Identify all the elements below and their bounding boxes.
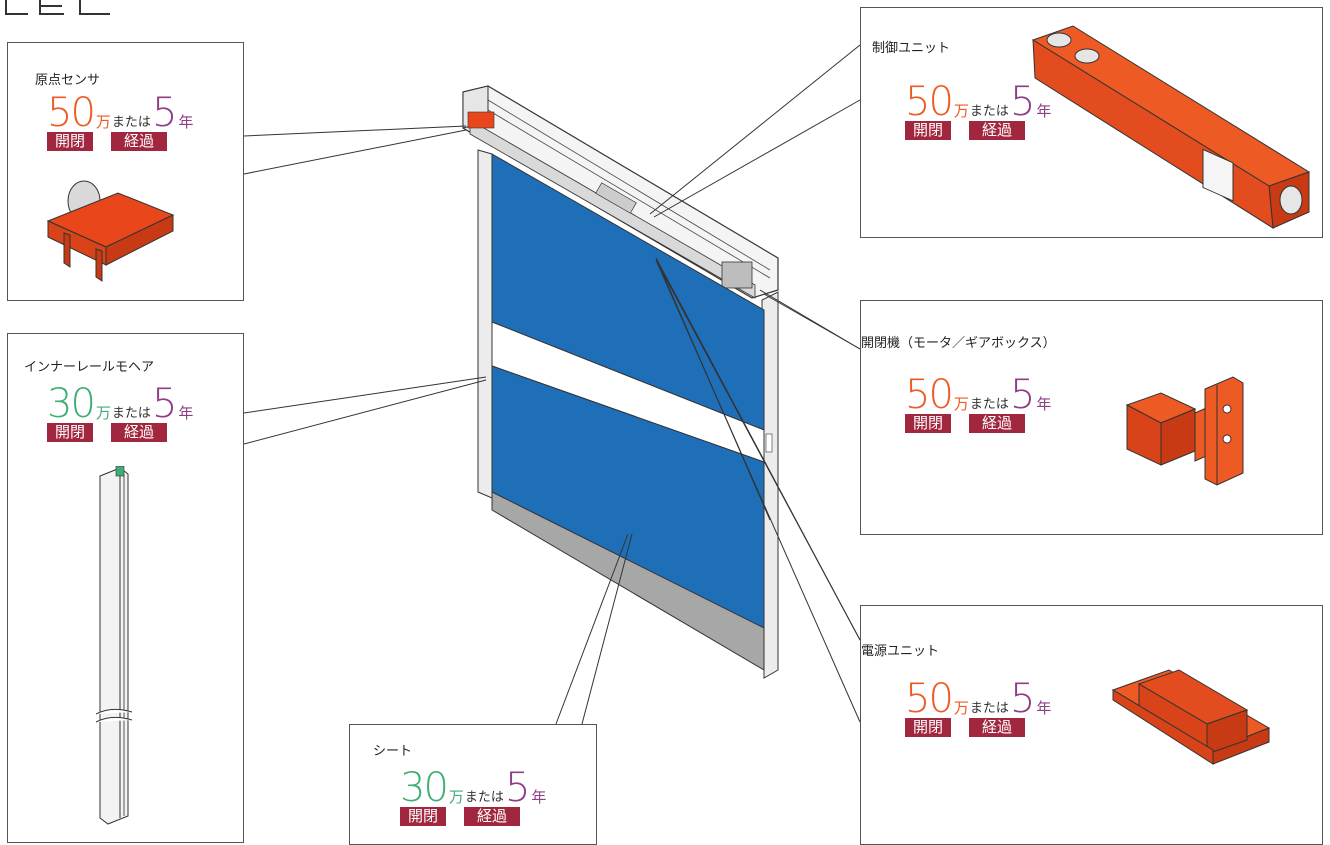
years-unit: 年 <box>1036 102 1052 120</box>
open-close-tag: 開閉 <box>47 132 94 151</box>
cycles-number: 50 <box>47 90 96 136</box>
elapsed-tag: 経過 <box>969 718 1026 737</box>
or-text: または <box>969 104 1009 119</box>
lifespan-spec: 50 万 または 5 年 開閉 経過 <box>47 90 194 151</box>
years-unit: 年 <box>1036 395 1052 413</box>
cycles-unit: 万 <box>448 788 464 806</box>
years-number: 5 <box>1009 372 1036 418</box>
open-close-tag: 開閉 <box>905 414 952 433</box>
cycles-number: 50 <box>905 676 954 722</box>
power-unit-illustration <box>1111 669 1271 765</box>
lifespan-spec: 30 万 または 5 年 開閉 経過 <box>400 765 547 826</box>
elapsed-tag: 経過 <box>464 807 521 826</box>
open-close-tag: 開閉 <box>47 423 94 442</box>
years-unit: 年 <box>178 404 194 422</box>
or-text: または <box>464 790 504 805</box>
lifespan-spec: 50 万 または 5 年 開閉 経過 <box>905 372 1052 433</box>
control-unit-panel: 制御ユニット 50 万 または 5 年 開閉 経過 <box>860 7 1323 238</box>
years-number: 5 <box>151 90 178 136</box>
years-unit: 年 <box>178 113 194 131</box>
panel-title: インナーレールモヘア <box>24 360 155 375</box>
open-close-tag: 開閉 <box>905 718 952 737</box>
origin-sensor-panel: 原点センサ 50 万 または 5 年 開閉 経過 <box>7 42 244 301</box>
cycles-unit: 万 <box>95 404 111 422</box>
cycles-number: 30 <box>400 765 449 811</box>
elapsed-tag: 経過 <box>111 132 168 151</box>
or-text: または <box>111 115 151 130</box>
lifespan-spec: 50 万 または 5 年 開閉 経過 <box>905 79 1052 140</box>
or-text: または <box>111 406 151 421</box>
elapsed-tag: 経過 <box>111 423 168 442</box>
origin-sensor-illustration <box>46 180 175 282</box>
or-text: または <box>969 701 1009 716</box>
cycles-unit: 万 <box>953 699 969 717</box>
inner-rail-illustration <box>95 466 133 825</box>
panel-title: 開閉機（モータ／ギアボックス） <box>861 336 1056 351</box>
cycles-number: 50 <box>905 79 954 125</box>
cycles-unit: 万 <box>953 395 969 413</box>
years-unit: 年 <box>1036 699 1052 717</box>
sheet-panel: シート 30 万 または 5 年 開閉 経過 <box>349 724 597 845</box>
open-close-tag: 開閉 <box>905 121 952 140</box>
lifespan-spec: 50 万 または 5 年 開閉 経過 <box>905 676 1052 737</box>
door-header-box <box>462 85 779 299</box>
or-text: または <box>969 397 1009 412</box>
power-unit-panel: 電源ユニット 50 万 または 5 年 開閉 経過 <box>860 605 1323 845</box>
inner-rail-panel: インナーレールモヘア 30 万 または 5 年 開閉 経過 <box>7 333 244 843</box>
years-number: 5 <box>1009 676 1036 722</box>
control-unit-illustration <box>1031 25 1311 229</box>
leader-lines <box>243 44 861 725</box>
lifespan-spec: 30 万 または 5 年 開閉 経過 <box>47 381 194 442</box>
panel-title: 原点センサ <box>35 73 101 88</box>
panel-title: 制御ユニット <box>872 41 951 56</box>
years-unit: 年 <box>531 788 547 806</box>
years-number: 5 <box>151 381 178 427</box>
elapsed-tag: 経過 <box>969 121 1026 140</box>
opener-illustration <box>1125 376 1244 486</box>
opener-panel: 開閉機（モータ／ギアボックス） 50 万 または 5 年 開閉 経過 <box>860 300 1323 535</box>
cycles-number: 30 <box>47 381 96 427</box>
years-number: 5 <box>504 765 531 811</box>
cropped-heading-glyphs <box>5 0 110 15</box>
cycles-unit: 万 <box>953 102 969 120</box>
elapsed-tag: 経過 <box>969 414 1026 433</box>
door-sheet <box>491 153 765 671</box>
panel-title: 電源ユニット <box>861 644 940 659</box>
panel-title: シート <box>373 744 413 759</box>
years-number: 5 <box>1009 79 1036 125</box>
cycles-number: 50 <box>905 372 954 418</box>
cycles-unit: 万 <box>95 113 111 131</box>
open-close-tag: 開閉 <box>400 807 447 826</box>
